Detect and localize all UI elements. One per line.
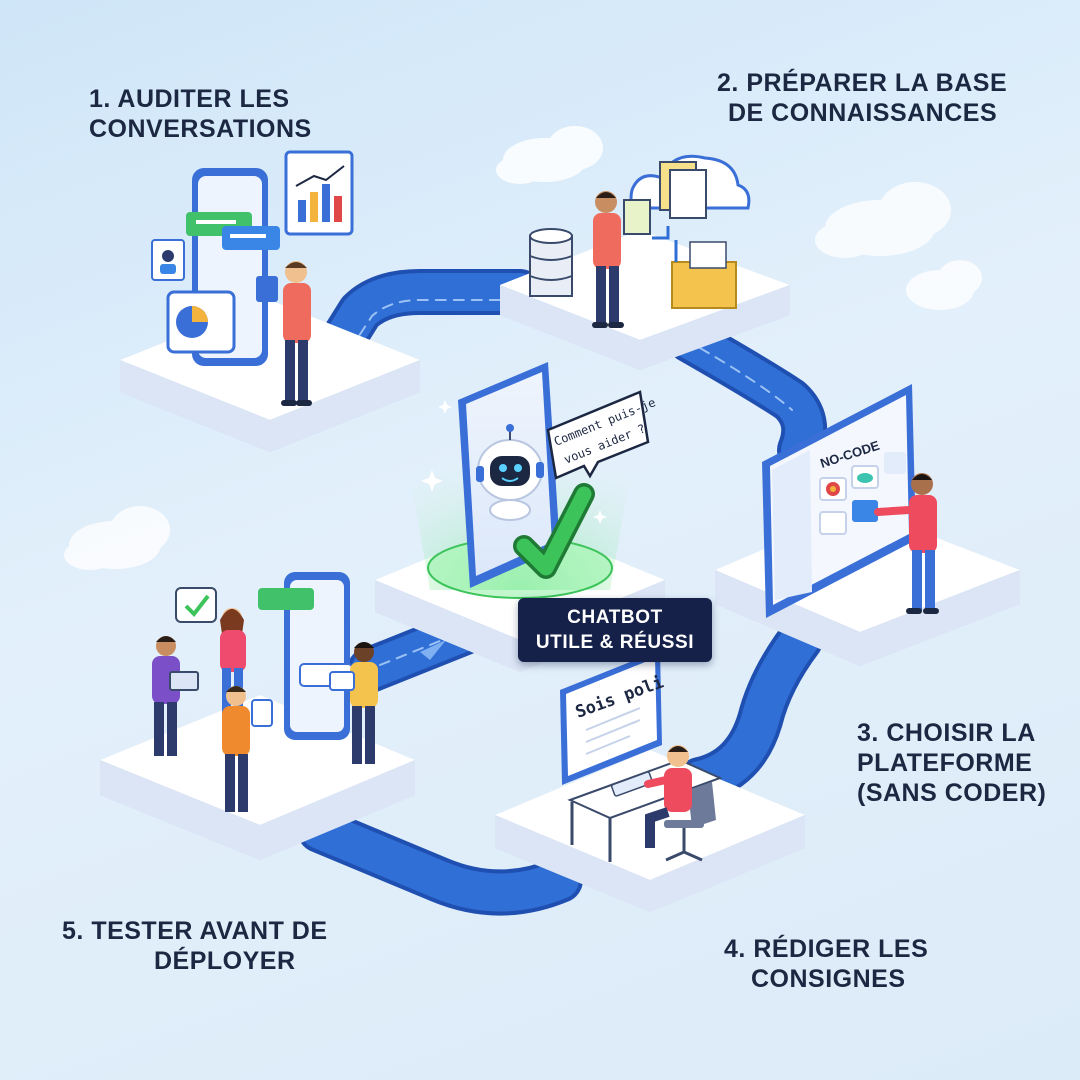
step-5-label: 5. TESTER AVANT DE DÉPLOYER: [62, 916, 328, 976]
step-3-label: 3. CHOISIR LA PLATEFORME (SANS CODER): [857, 718, 1046, 808]
step-4-number: 4.: [724, 935, 746, 963]
cloud-decoration-left: [64, 506, 170, 570]
tablet-icon: [252, 700, 272, 726]
step-1-number: 1.: [89, 85, 111, 113]
step-3-title-line-2: PLATEFORME: [857, 748, 1046, 778]
chat-bubble-icon: [258, 588, 314, 610]
step-1-title-line-2: CONVERSATIONS: [89, 114, 312, 144]
step-2-label: 2. PRÉPARER LA BASE DE CONNAISSANCES: [717, 68, 1007, 128]
step-3-number: 3.: [857, 719, 879, 747]
badge-line-1: CHATBOT: [518, 605, 712, 630]
step-5-title-line-1: TESTER AVANT DE: [91, 917, 327, 945]
step-2-title-line-1: PRÉPARER LA BASE: [746, 69, 1007, 97]
center-success-badge: CHATBOT UTILE & RÉUSSI: [518, 598, 712, 662]
step-4-title-line-2: CONSIGNES: [724, 964, 928, 994]
checkmark-icon: [176, 588, 216, 622]
step-3-title-line-3: (SANS CODER): [857, 778, 1046, 808]
tablet-icon: [256, 276, 278, 302]
step-5-title-line-2: DÉPLOYER: [62, 946, 328, 976]
badge-line-2: UTILE & RÉUSSI: [518, 630, 712, 655]
laptop-icon: [170, 672, 198, 690]
step-2-line-1: 2. PRÉPARER LA BASE: [717, 68, 1007, 98]
chat-bubble-icon: [222, 226, 280, 250]
step-4-title-line-1: RÉDIGER LES: [753, 935, 928, 963]
bar-chart-icon: [286, 152, 352, 234]
step-4-label: 4. RÉDIGER LES CONSIGNES: [724, 934, 928, 994]
step-1-line-1: 1. AUDITER LES: [89, 84, 312, 114]
cloud-decoration-right: [815, 182, 982, 310]
step-4-line-1: 4. RÉDIGER LES: [724, 934, 928, 964]
database-icon: [530, 229, 572, 296]
step-2-number: 2.: [717, 69, 739, 97]
avatar: [152, 240, 184, 280]
step-3-line-1: 3. CHOISIR LA: [857, 718, 1046, 748]
pie-chart-icon: [168, 292, 234, 352]
step-1-label: 1. AUDITER LES CONVERSATIONS: [89, 84, 312, 144]
step-2-title-line-2: DE CONNAISSANCES: [717, 98, 1007, 128]
step-5-number: 5.: [62, 917, 84, 945]
step-5-line-1: 5. TESTER AVANT DE: [62, 916, 328, 946]
step-3-title-line-1: CHOISIR LA: [886, 719, 1035, 747]
cloud-decoration-top: [496, 126, 603, 184]
step-1-title-line-1: AUDITER LES: [117, 85, 289, 113]
